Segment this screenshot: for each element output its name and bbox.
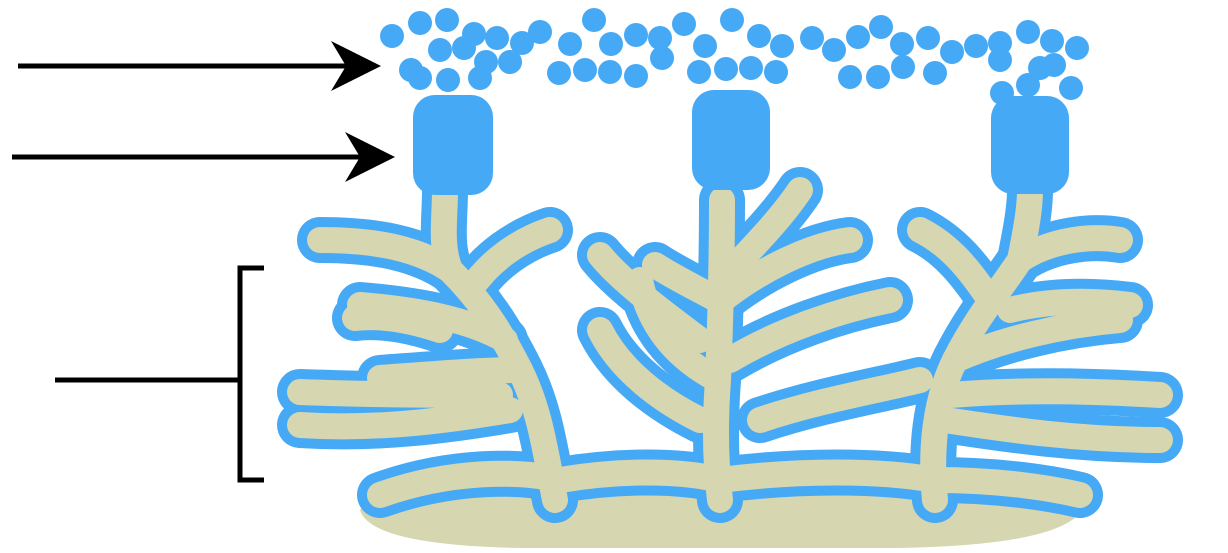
secretion-droplet-52 [408,66,432,90]
gland-branch-lumen-2 [470,230,550,290]
secretion-droplet-45 [866,65,890,89]
secretion-droplet-38 [624,64,648,88]
secretion-droplet-56 [1028,56,1052,80]
secretion-droplet-5 [485,26,509,50]
secretion-droplet-15 [599,32,623,56]
secretory-vesicle-1 [413,95,493,195]
secretion-droplet-39 [650,46,674,70]
secretion-droplet-12 [528,20,552,44]
secretion-droplet-40 [687,60,711,84]
secretion-droplet-25 [846,25,870,49]
secretion-droplet-2 [408,11,432,35]
secretion-droplet-11 [498,50,522,74]
gland-branch-lumen-8 [716,200,722,500]
secretion-droplet-30 [964,34,988,58]
secretion-droplet-8 [428,38,452,62]
secretion-droplet-32 [1016,20,1040,44]
secretion-droplet-42 [739,56,763,80]
gland-branch-lumen-4 [380,370,520,378]
secretion-droplet-51 [1059,76,1083,100]
secretion-droplet-14 [582,8,606,32]
bracket-glands [240,268,264,480]
secretory-vesicle-2 [692,90,770,190]
secretion-droplet-9 [452,36,476,60]
secretion-droplet-26 [869,15,893,39]
secretion-droplet-36 [573,58,597,82]
secretion-droplet-34 [1065,36,1089,60]
secretion-droplet-41 [714,57,738,81]
secretion-droplet-28 [916,26,940,50]
secretion-droplet-48 [990,81,1014,105]
gland-branch-lumen-5 [300,392,500,395]
secretion-droplet-3 [435,8,459,32]
secretion-droplet-21 [747,24,771,48]
secretion-droplet-55 [988,48,1012,72]
branched-glands [300,190,1160,500]
secretion-droplet-19 [693,34,717,58]
secretion-droplet-53 [436,68,460,92]
secretion-droplet-24 [822,38,846,62]
secretion-droplet-47 [923,61,947,85]
secretion-droplet-54 [468,66,492,90]
secretion-droplet-44 [838,65,862,89]
secretion-droplet-18 [672,12,696,36]
secretion-droplet-22 [770,34,794,58]
secretory-vesicles [413,90,1069,195]
gland-branch-lumen-21 [950,391,1160,395]
secretion-droplet-35 [547,61,571,85]
secretion-droplet-37 [598,60,622,84]
secretion-droplet-33 [1040,29,1064,53]
gland-branch-lumen-25 [560,473,720,481]
secretion-droplet-46 [891,55,915,79]
secretion-droplet-27 [890,32,914,56]
secretion-droplet-20 [720,8,744,32]
secretion-droplet-43 [764,60,788,84]
gland-branch-lumen-27 [935,480,1080,495]
gland-branch-lumen-23 [1010,302,1130,310]
secretion-droplet-1 [380,24,404,48]
secretion-droplet-23 [800,26,824,50]
secretion-droplet-16 [624,23,648,47]
gland-branch-lumen-26 [720,473,935,481]
secretory-vesicle-3 [991,96,1069,194]
secretion-droplet-13 [558,32,582,56]
secretion-droplet-29 [940,40,964,64]
gland-branch-lumen-7 [355,317,440,330]
